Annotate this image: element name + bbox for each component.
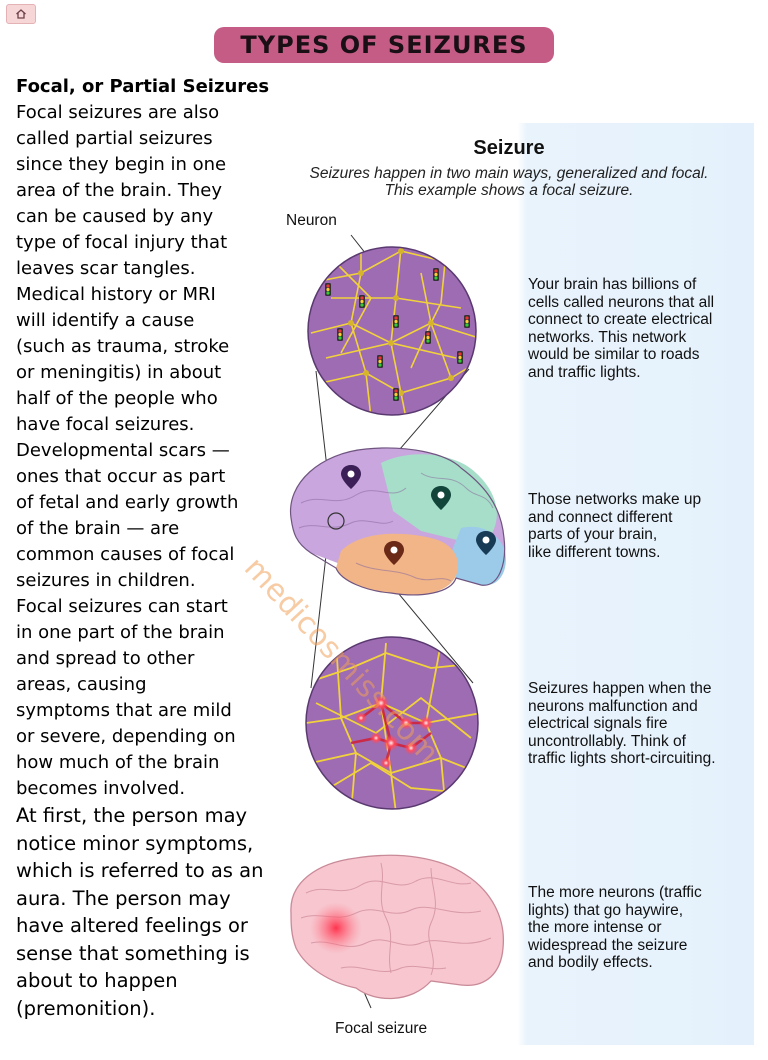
text-line: neurons malfunction and — [528, 697, 698, 715]
paragraph-1: Focal seizures are also called partial se… — [16, 100, 286, 802]
text-line: lights) that go haywire, — [528, 901, 684, 919]
text-line: notice minor symptoms, — [16, 831, 254, 855]
label-neuron: Neuron — [286, 212, 337, 229]
section-heading: Focal, or Partial Seizures — [16, 76, 270, 97]
text-line: Your brain has billions of — [528, 276, 697, 293]
text-line: electrical signals fire — [528, 715, 668, 732]
text-line: have focal seizures. — [16, 414, 195, 435]
text-line: areas, causing — [16, 674, 147, 695]
text-line: in one part of the brain — [16, 622, 225, 643]
label-focal-seizure: Focal seizure — [335, 1020, 428, 1037]
text-line: or severe, depending on — [16, 726, 236, 747]
text-line: since they begin in one — [16, 154, 227, 175]
figure-illustration — [289, 234, 506, 1009]
location-pin-icons — [341, 465, 496, 565]
focal-seizure-brain — [290, 854, 505, 1000]
text-line: would be similar to roads — [528, 346, 700, 363]
home-icon — [16, 9, 26, 19]
short-circuit-circle — [306, 637, 478, 809]
text-line: the more intense or — [528, 919, 662, 936]
text-line: Focal seizures can start — [16, 596, 228, 617]
text-line: Focal seizures are also — [16, 102, 220, 123]
text-line: about to happen — [16, 969, 178, 992]
text-line: traffic lights short-circuiting. — [528, 750, 716, 767]
page-title: TYPES OF SEIZURES — [240, 31, 528, 59]
text-line: of the brain — are — [16, 518, 180, 539]
traffic-light-icons — [325, 268, 470, 401]
text-line: ones that occur as part — [16, 466, 226, 487]
text-line: Developmental scars — — [16, 440, 230, 461]
figure-subtitle-line-1: Seizures happen in two main ways, genera… — [309, 165, 709, 182]
article-text: Focal, or Partial Seizures Focal seizure… — [16, 74, 286, 1022]
text-line: half of the people who — [16, 388, 218, 409]
figure-subtitle-line-2: This example shows a focal seizure. — [384, 182, 634, 199]
figure-title: Seizure — [473, 137, 545, 159]
text-line: (premonition). — [16, 996, 156, 1020]
text-line: Those networks make up — [528, 491, 702, 508]
text-line: and spread to other — [16, 648, 195, 669]
text-line: will identify a cause — [16, 310, 195, 331]
text-line: symptoms that are mild — [16, 700, 232, 721]
text-line: which is referred to as an — [16, 859, 264, 882]
text-line: and bodily effects. — [528, 954, 653, 971]
text-line: The more neurons (traffic — [528, 884, 702, 901]
text-line: and connect different — [528, 508, 673, 526]
text-line: becomes involved. — [16, 778, 186, 799]
text-line: aura. The person may — [16, 886, 231, 910]
text-line: connect to create electrical — [528, 311, 713, 328]
text-line: called partial seizures — [16, 128, 213, 149]
text-line: how much of the brain — [16, 752, 220, 773]
text-line: area of the brain. They — [16, 180, 223, 201]
text-line: Medical history or MRI — [16, 284, 216, 305]
home-button[interactable] — [6, 4, 36, 24]
text-line: like different towns. — [528, 543, 661, 561]
text-line: widespread the seizure — [528, 936, 688, 954]
text-line: type of focal injury that — [16, 232, 228, 253]
text-line: have altered feelings or — [16, 914, 248, 937]
text-line: At first, the person may — [16, 804, 248, 827]
text-line: uncontrollably. Think of — [528, 732, 686, 750]
paragraph-2: At first, the person may notice minor sym… — [16, 802, 286, 1022]
neuron-network-circle — [308, 247, 476, 415]
text-line: of fetal and early growth — [16, 492, 239, 513]
text-line: seizures in children. — [16, 570, 196, 591]
text-line: or meningitis) in about — [16, 362, 222, 383]
brain-regions — [289, 447, 506, 596]
text-line: (such as trauma, stroke — [16, 336, 230, 357]
figure-subtitle: Seizures happen in two main ways, genera… — [281, 165, 737, 199]
text-line: and traffic lights. — [528, 363, 641, 381]
seizure-figure: Seizure Seizures happen in two main ways… — [281, 123, 754, 1045]
text-line: cells called neurons that all — [528, 293, 715, 311]
title-banner: TYPES OF SEIZURES — [214, 27, 554, 63]
text-line: leaves scar tangles. — [16, 258, 196, 279]
text-line: networks. This network — [528, 328, 687, 346]
text-line: can be caused by any — [16, 206, 214, 227]
text-line: common causes of focal — [16, 544, 235, 565]
text-line: Seizures happen when the — [528, 680, 712, 697]
text-line: parts of your brain, — [528, 526, 658, 543]
text-line: sense that something is — [16, 941, 250, 965]
